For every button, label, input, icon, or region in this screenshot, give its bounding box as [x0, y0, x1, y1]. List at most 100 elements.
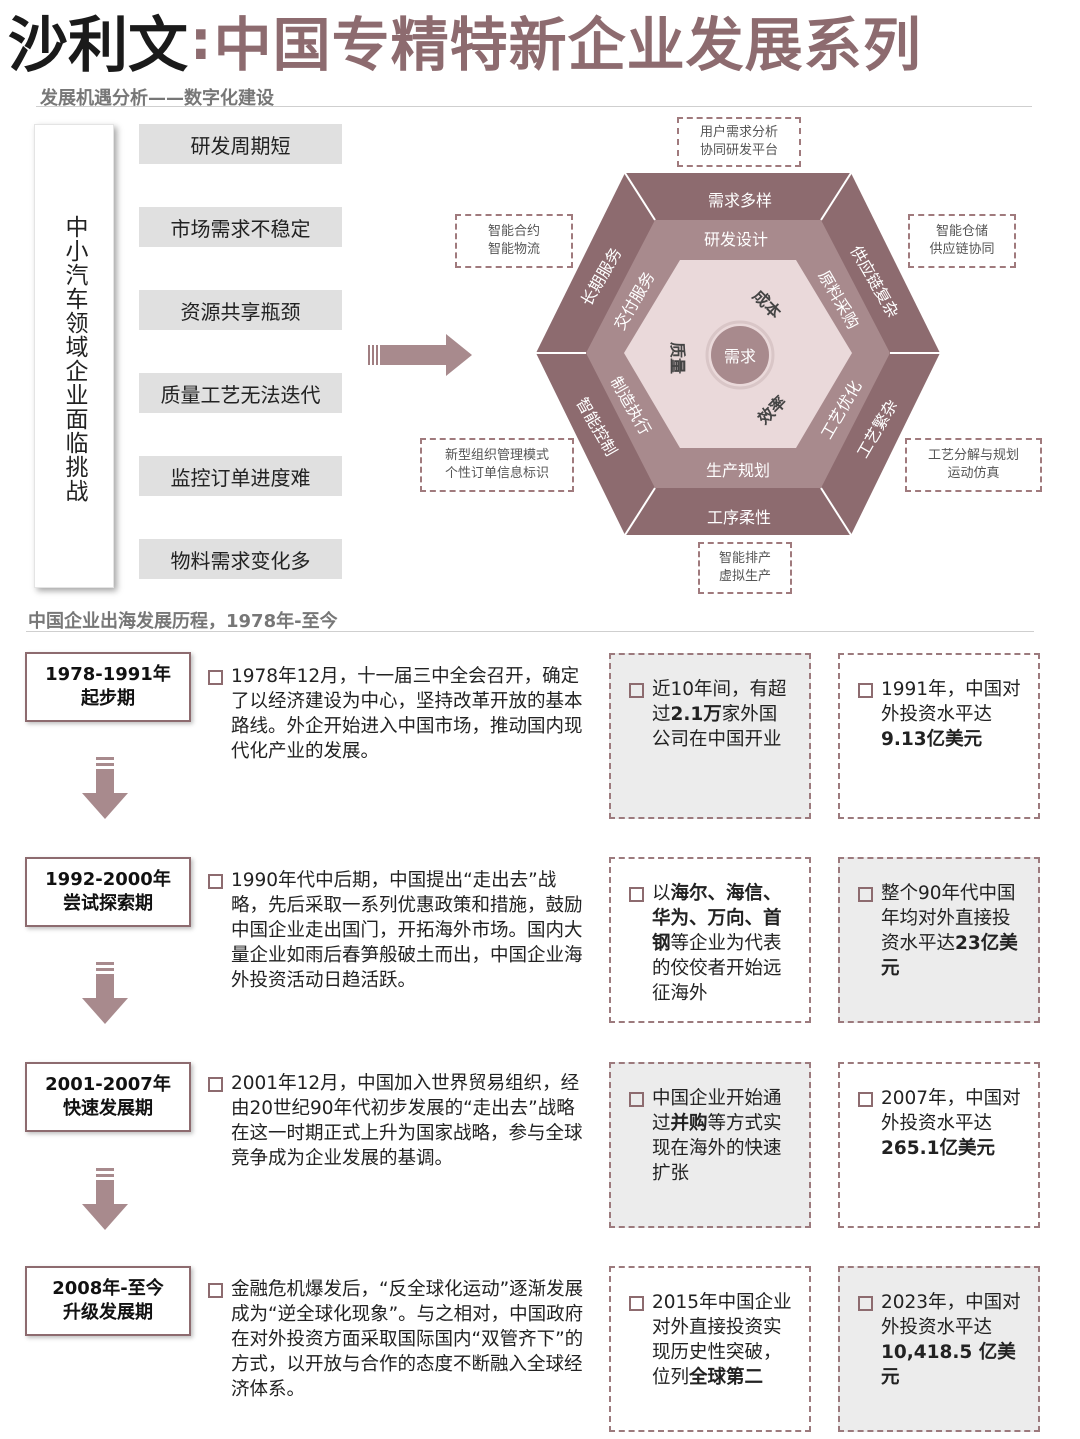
card-highlight: 10,418.5 亿美元 [881, 1342, 1016, 1388]
stage-description: 2001年12月，中国加入世界贸易组织，经由20世纪90年代初步发展的“走出去”… [208, 1071, 588, 1171]
square-bullet-icon [858, 887, 873, 902]
square-bullet-icon [208, 1283, 223, 1298]
challenge-panel-label: 中小汽车领域企业面临挑战 [61, 215, 87, 503]
stage-name: 起步期 [81, 688, 135, 709]
card-highlight: 23亿美元 [881, 933, 1018, 979]
callout-line: 新型组织管理模式 [444, 448, 549, 463]
square-bullet-icon [858, 1092, 873, 1107]
callout-line: 协同研发平台 [699, 143, 778, 158]
stage-box: 2001-2007年 快速发展期 [25, 1062, 191, 1132]
square-bullet-icon [629, 887, 644, 902]
challenge-item: 监控订单进度难 [139, 456, 342, 496]
stat-card: 1991年，中国对外投资水平达 9.13亿美元 [838, 653, 1040, 819]
card-highlight: 265.1亿美元 [881, 1138, 996, 1159]
card-text: 等方式实现在海外的快速扩张 [652, 1113, 782, 1184]
title-author: 沙利文 [8, 10, 188, 81]
card-text: 等企业为代表的佼佼者开始远征海外 [652, 933, 782, 1004]
stage-years: 1992-2000年 [45, 869, 171, 890]
callout-line: 供应链协同 [929, 242, 995, 257]
card-text: 家外国公司在中国开业 [652, 704, 782, 750]
hex-mid-top: 研发设计 [703, 230, 769, 249]
square-bullet-icon [208, 670, 223, 685]
hex-mid-bottom: 生产规划 [705, 461, 771, 480]
callout-line: 智能物流 [487, 242, 540, 257]
stage-name: 快速发展期 [63, 1098, 153, 1119]
card-text: 2007年，中国对外投资水平达 [881, 1088, 1021, 1134]
section2-divider [26, 631, 1034, 632]
challenge-item: 质量工艺无法迭代 [139, 373, 342, 413]
description-text: 金融危机爆发后，“反全球化运动”逐渐发展成为“逆全球化现象”。与之相对，中国政府… [231, 1279, 584, 1400]
challenge-item: 研发周期短 [139, 124, 342, 164]
down-arrow-icon [82, 757, 128, 819]
square-bullet-icon [208, 874, 223, 889]
stage-name: 尝试探索期 [63, 893, 153, 914]
square-bullet-icon [629, 683, 644, 698]
square-bullet-icon [629, 1092, 644, 1107]
callout-box: 工艺分解与规划 运动仿真 [905, 438, 1042, 492]
stage-box: 1992-2000年 尝试探索期 [25, 857, 191, 927]
callout-line: 智能排产 [718, 551, 771, 566]
card-highlight: 并购 [670, 1113, 708, 1134]
callout-line: 用户需求分析 [699, 125, 778, 140]
stage-description: 金融危机爆发后，“反全球化运动”逐渐发展成为“逆全球化现象”。与之相对，中国政府… [208, 1277, 588, 1402]
square-bullet-icon [858, 683, 873, 698]
section2-heading: 中国企业出海发展历程，1978年-至今 [28, 611, 338, 632]
card-highlight: 全球第二 [689, 1367, 764, 1388]
stage-box: 2008年-至今 升级发展期 [25, 1266, 191, 1336]
card-highlight: 海尔、海信、华为、万向、首钢 [652, 883, 782, 954]
title-separator: : [190, 8, 212, 72]
stat-card: 2007年，中国对外投资水平达 265.1亿美元 [838, 1062, 1040, 1228]
callout-line: 运动仿真 [947, 466, 1000, 481]
hex-inner-quality: 质量 [668, 341, 687, 375]
stage-name: 升级发展期 [63, 1302, 153, 1323]
callout-box: 智能排产 虚拟生产 [698, 542, 792, 594]
page-title: 沙利文 : 中国专精特新企业发展系列 [8, 0, 922, 81]
stage-years: 2001-2007年 [45, 1074, 171, 1095]
description-text: 2001年12月，中国加入世界贸易组织，经由20世纪90年代初步发展的“走出去”… [231, 1073, 583, 1169]
stat-card: 2015年中国企业对外直接投资实现历史性突破，位列全球第二 [609, 1266, 811, 1432]
stage-description: 1990年代中后期，中国提出“走出去”战略，先后采取一系列优惠政策和措施，鼓励中… [208, 868, 588, 993]
challenge-item: 资源共享瓶颈 [139, 290, 342, 330]
down-arrow-icon [82, 962, 128, 1024]
stage-years: 2008年-至今 [52, 1278, 164, 1299]
square-bullet-icon [208, 1077, 223, 1092]
card-text: 2023年，中国对外投资水平达 [881, 1292, 1021, 1338]
card-text: 2015年中国企业对外直接投资实现历史性突破，位列 [652, 1292, 792, 1388]
description-text: 1990年代中后期，中国提出“走出去”战略，先后采取一系列优惠政策和措施，鼓励中… [231, 870, 583, 991]
callout-line: 工艺分解与规划 [927, 448, 1019, 463]
callout-box: 新型组织管理模式 个性订单信息标识 [420, 438, 574, 492]
stage-box: 1978-1991年 起步期 [25, 652, 191, 722]
card-text: 近10年间，有超过 [652, 679, 787, 725]
card-highlight: 2.1万 [670, 704, 722, 725]
card-text: 中国企业开始通过 [652, 1088, 782, 1134]
callout-line: 智能仓储 [935, 224, 988, 239]
hex-outer-bottom: 工序柔性 [706, 508, 772, 527]
callout-box: 智能合约 智能物流 [455, 214, 573, 268]
callout-box: 用户需求分析 协同研发平台 [677, 117, 801, 167]
challenge-item: 物料需求变化多 [139, 539, 342, 579]
callout-line: 虚拟生产 [718, 569, 771, 584]
card-text: 整个90年代中国年均对外直接投资水平达 [881, 883, 1016, 954]
hex-outer-top: 需求多样 [707, 191, 773, 210]
section1-heading: 发展机遇分析——数字化建设 [40, 88, 274, 109]
card-highlight: 9.13亿美元 [881, 729, 983, 750]
section1-divider [36, 106, 1032, 107]
title-main: 中国专精特新企业发展系列 [213, 11, 922, 79]
description-text: 1978年12月，十一届三中全会召开，确定了以经济建设为中心，坚持改革开放的基本… [231, 666, 583, 762]
hexagon-diagram [536, 172, 940, 536]
challenge-panel: 中小汽车领域企业面临挑战 [34, 124, 114, 588]
callout-box: 智能仓储 供应链协同 [908, 214, 1016, 268]
stage-years: 1978-1991年 [45, 664, 171, 685]
stat-card: 近10年间，有超过2.1万家外国公司在中国开业 [609, 653, 811, 819]
card-text: 以 [652, 883, 671, 904]
right-arrow-icon [368, 334, 472, 376]
stat-card: 中国企业开始通过并购等方式实现在海外的快速扩张 [609, 1062, 811, 1228]
callout-line: 智能合约 [487, 224, 540, 239]
hex-center: 需求 [723, 347, 757, 366]
square-bullet-icon [629, 1296, 644, 1311]
square-bullet-icon [858, 1296, 873, 1311]
challenge-item: 市场需求不稳定 [139, 207, 342, 247]
down-arrow-icon [82, 1168, 128, 1230]
card-text: 1991年，中国对外投资水平达 [881, 679, 1021, 725]
stage-description: 1978年12月，十一届三中全会召开，确定了以经济建设为中心，坚持改革开放的基本… [208, 664, 588, 764]
